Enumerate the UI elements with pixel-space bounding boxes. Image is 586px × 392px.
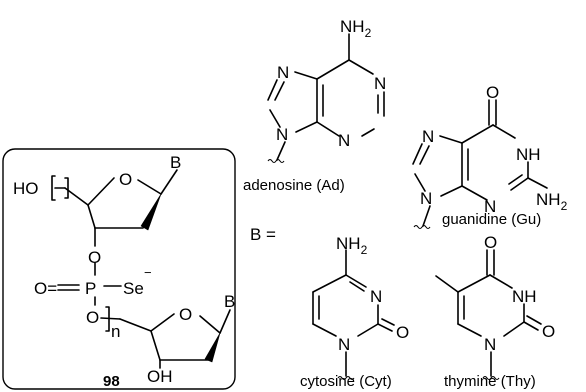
thymine-o4-label: O xyxy=(484,233,497,252)
phosphorus-label: P xyxy=(85,279,96,298)
adenosine-caption: adenosine (Ad) xyxy=(243,177,345,194)
phosphoselenoate-group xyxy=(57,262,122,306)
adenosine-n1-label: N xyxy=(374,74,386,93)
oh-label: OH xyxy=(147,367,173,386)
guanidine-n7-label: N xyxy=(422,127,434,146)
lower-5prime-chain xyxy=(100,306,152,332)
cytosine-caption: cytosine (Cyt) xyxy=(300,373,392,390)
upper-sugar-ring xyxy=(87,177,162,231)
compound-98-panel: HO O B O O= P Se − O n O B OH 98 xyxy=(2,148,236,390)
cytosine-structure: NH2 N O N cytosine (Cyt) xyxy=(300,234,409,390)
repeat-n-label: n xyxy=(111,322,120,341)
cytosine-nh2-label: NH2 xyxy=(336,234,368,257)
selenium-charge-label: − xyxy=(144,265,152,280)
cytosine-n1-label: N xyxy=(338,335,350,354)
adenosine-nh2-label: NH2 xyxy=(340,17,372,40)
ring1-oxygen-label: O xyxy=(119,170,132,189)
adenosine-structure: NH2 N N N N adenosine (Ad) xyxy=(243,17,386,194)
cytosine-oxygen-label: O xyxy=(396,323,409,342)
adenosine-n3-label: N xyxy=(338,131,350,150)
cytosine-n3-label: N xyxy=(370,287,382,306)
ho-label: HO xyxy=(13,179,39,198)
guanidine-nh2-label: NH2 xyxy=(536,190,568,213)
o3-label: O xyxy=(88,248,101,267)
lower-sugar-ring xyxy=(150,313,221,363)
thymine-n1-label: N xyxy=(484,335,496,354)
b-equals-label: B = xyxy=(250,225,276,244)
adenosine-n9-label: N xyxy=(276,125,288,144)
compound-98-frame xyxy=(2,148,236,390)
guanidine-caption: guanidine (Gu) xyxy=(442,211,541,228)
guanidine-n1h-label: NH xyxy=(516,145,541,164)
p-double-o-label: O= xyxy=(34,279,57,298)
adenosine-wavy-attachment xyxy=(267,158,285,164)
thymine-o2-label: O xyxy=(542,322,555,341)
ring2-base-label: B xyxy=(224,292,235,311)
ring2-oxygen-label: O xyxy=(179,305,192,324)
thymine-wavy-attachment xyxy=(482,375,500,381)
compound-number-label: 98 xyxy=(103,373,120,390)
adenosine-n7-label: N xyxy=(277,63,289,82)
guanidine-wavy-attachment xyxy=(413,224,431,230)
upper-5prime-chain xyxy=(51,175,89,206)
cytosine-wavy-attachment xyxy=(337,375,355,381)
guanidine-n3-label: N xyxy=(484,197,496,216)
guanidine-structure: O N NH N N NH2 guanidine (Gu) xyxy=(412,83,568,230)
o5-label: O xyxy=(86,308,99,327)
guanidine-n9-label: N xyxy=(420,189,432,208)
selenium-label: Se xyxy=(123,279,144,298)
thymine-structure: O NH O N thymine (Thy) xyxy=(435,233,555,390)
ring1-base-label: B xyxy=(170,153,181,172)
thymine-n3h-label: NH xyxy=(512,287,537,306)
guanidine-oxygen-label: O xyxy=(486,83,499,102)
thymine-caption: thymine (Thy) xyxy=(444,373,536,390)
